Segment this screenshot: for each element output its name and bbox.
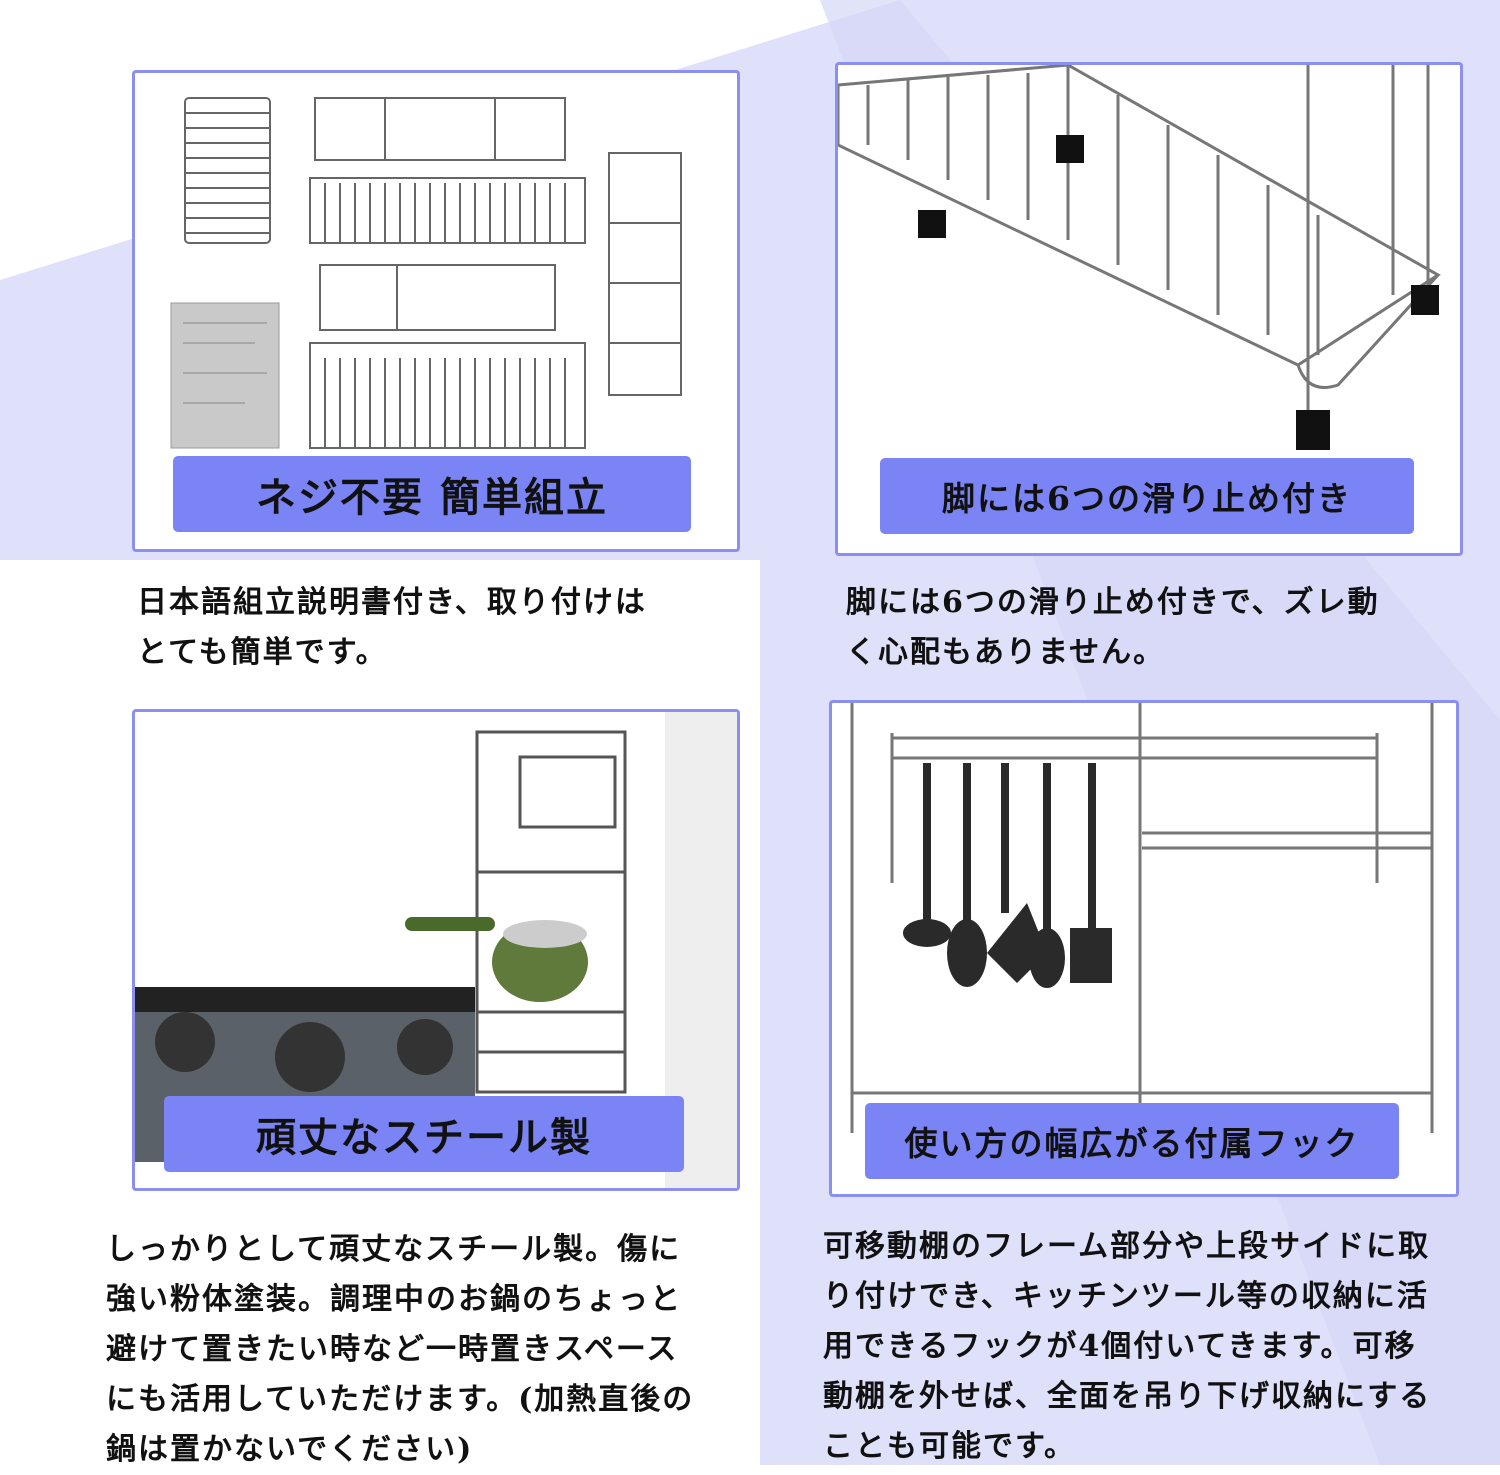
- panel-anti-slip-feet: 脚には6つの滑り止め付き: [835, 62, 1463, 556]
- description-easy-assembly: 日本語組立説明書付き、取り付けは とても簡単です。: [137, 585, 647, 670]
- description-anti-slip-feet: 脚には6つの滑り止め付きで、ズレ動 く心配もありません。: [846, 585, 1380, 670]
- panel-sturdy-steel: 頑丈なスチール製: [132, 709, 740, 1191]
- foot-pad: [1056, 135, 1084, 163]
- pot-handle: [405, 917, 495, 931]
- foot-pad: [1296, 410, 1330, 450]
- hooks-photo: [850, 703, 1434, 1133]
- kitchen-utensils: [903, 763, 1112, 988]
- manual-sheet: [170, 302, 280, 449]
- panel-easy-assembly: ネジ不要 簡単組立: [132, 70, 740, 552]
- panel-hooks: 使い方の幅広がる付属フック: [829, 700, 1459, 1197]
- parts-photo: [170, 97, 682, 449]
- banner-easy-assembly: ネジ不要 簡単組立: [173, 456, 691, 532]
- stove-photo: [135, 712, 737, 1188]
- banner-hooks: 使い方の幅広がる付属フック: [865, 1103, 1399, 1179]
- foot-pad: [918, 210, 946, 238]
- banner-anti-slip-feet: 脚には6つの滑り止め付き: [880, 458, 1414, 534]
- feet-photo: [838, 65, 1441, 450]
- description-hooks: 可移動棚のフレーム部分や上段サイドに取 り付けでき、キッチンツール等の収納に活 …: [823, 1229, 1432, 1464]
- banner-sturdy-steel: 頑丈なスチール製: [164, 1096, 684, 1172]
- description-sturdy-steel: しっかりとして頑丈なスチール製。傷に 強い粉体塗装。調理中のお鍋のちょっと 避け…: [106, 1232, 695, 1467]
- foot-pad: [1411, 285, 1439, 315]
